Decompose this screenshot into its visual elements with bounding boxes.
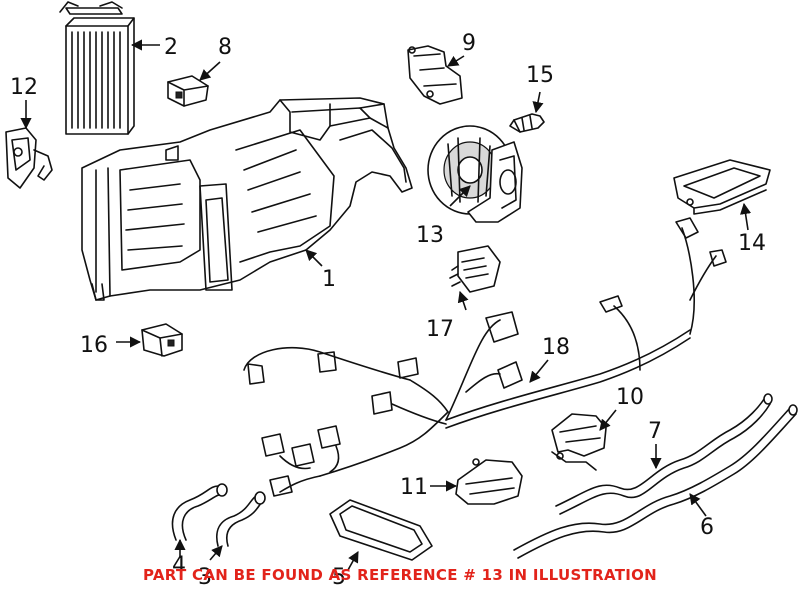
leader-lines: [20, 39, 752, 571]
callout-numbers: 2 8 12 9 15 13 1 14 17 16 18 10 7 11 6 4…: [10, 31, 766, 590]
defrost-actuator: [455, 458, 523, 505]
blower-resistor: [449, 245, 501, 293]
callout-13: 13: [416, 223, 444, 248]
heater-hose-4: [171, 483, 228, 541]
ac-line-upper: [555, 393, 773, 515]
callout-8: 8: [218, 35, 232, 60]
callout-9: 9: [462, 31, 476, 56]
callout-6: 6: [700, 515, 714, 540]
callout-2: 2: [164, 35, 178, 60]
recirc-actuator: [407, 45, 463, 105]
callout-10: 10: [616, 385, 644, 410]
air-inlet-cover: [673, 159, 771, 215]
gasket-seal: [329, 499, 433, 561]
callout-18: 18: [542, 335, 570, 360]
callout-4: 4: [172, 553, 186, 578]
small-actuator: [167, 75, 209, 107]
callout-12: 12: [10, 75, 38, 100]
callout-3: 3: [198, 565, 212, 590]
callout-11: 11: [400, 475, 428, 500]
callout-17: 17: [426, 317, 454, 342]
ac-line-lower: [513, 404, 798, 559]
reference-note: PART CAN BE FOUND AS REFERENCE # 13 IN I…: [142, 566, 658, 584]
callout-15: 15: [526, 63, 554, 88]
callout-5: 5: [332, 565, 346, 590]
heater-hose-3: [216, 491, 266, 547]
wiring-harness: [243, 217, 727, 497]
callout-1: 1: [322, 267, 336, 292]
temperature-actuator: [551, 413, 607, 471]
heater-core: [59, 1, 135, 135]
callout-14: 14: [738, 231, 766, 256]
hvac-housing: [81, 97, 413, 301]
temperature-sensor: [509, 113, 545, 133]
callout-7: 7: [648, 419, 662, 444]
pressure-switch: [141, 323, 183, 357]
blower-motor[interactable]: [427, 125, 523, 223]
callout-16: 16: [80, 333, 108, 358]
mode-actuator: [5, 127, 53, 189]
